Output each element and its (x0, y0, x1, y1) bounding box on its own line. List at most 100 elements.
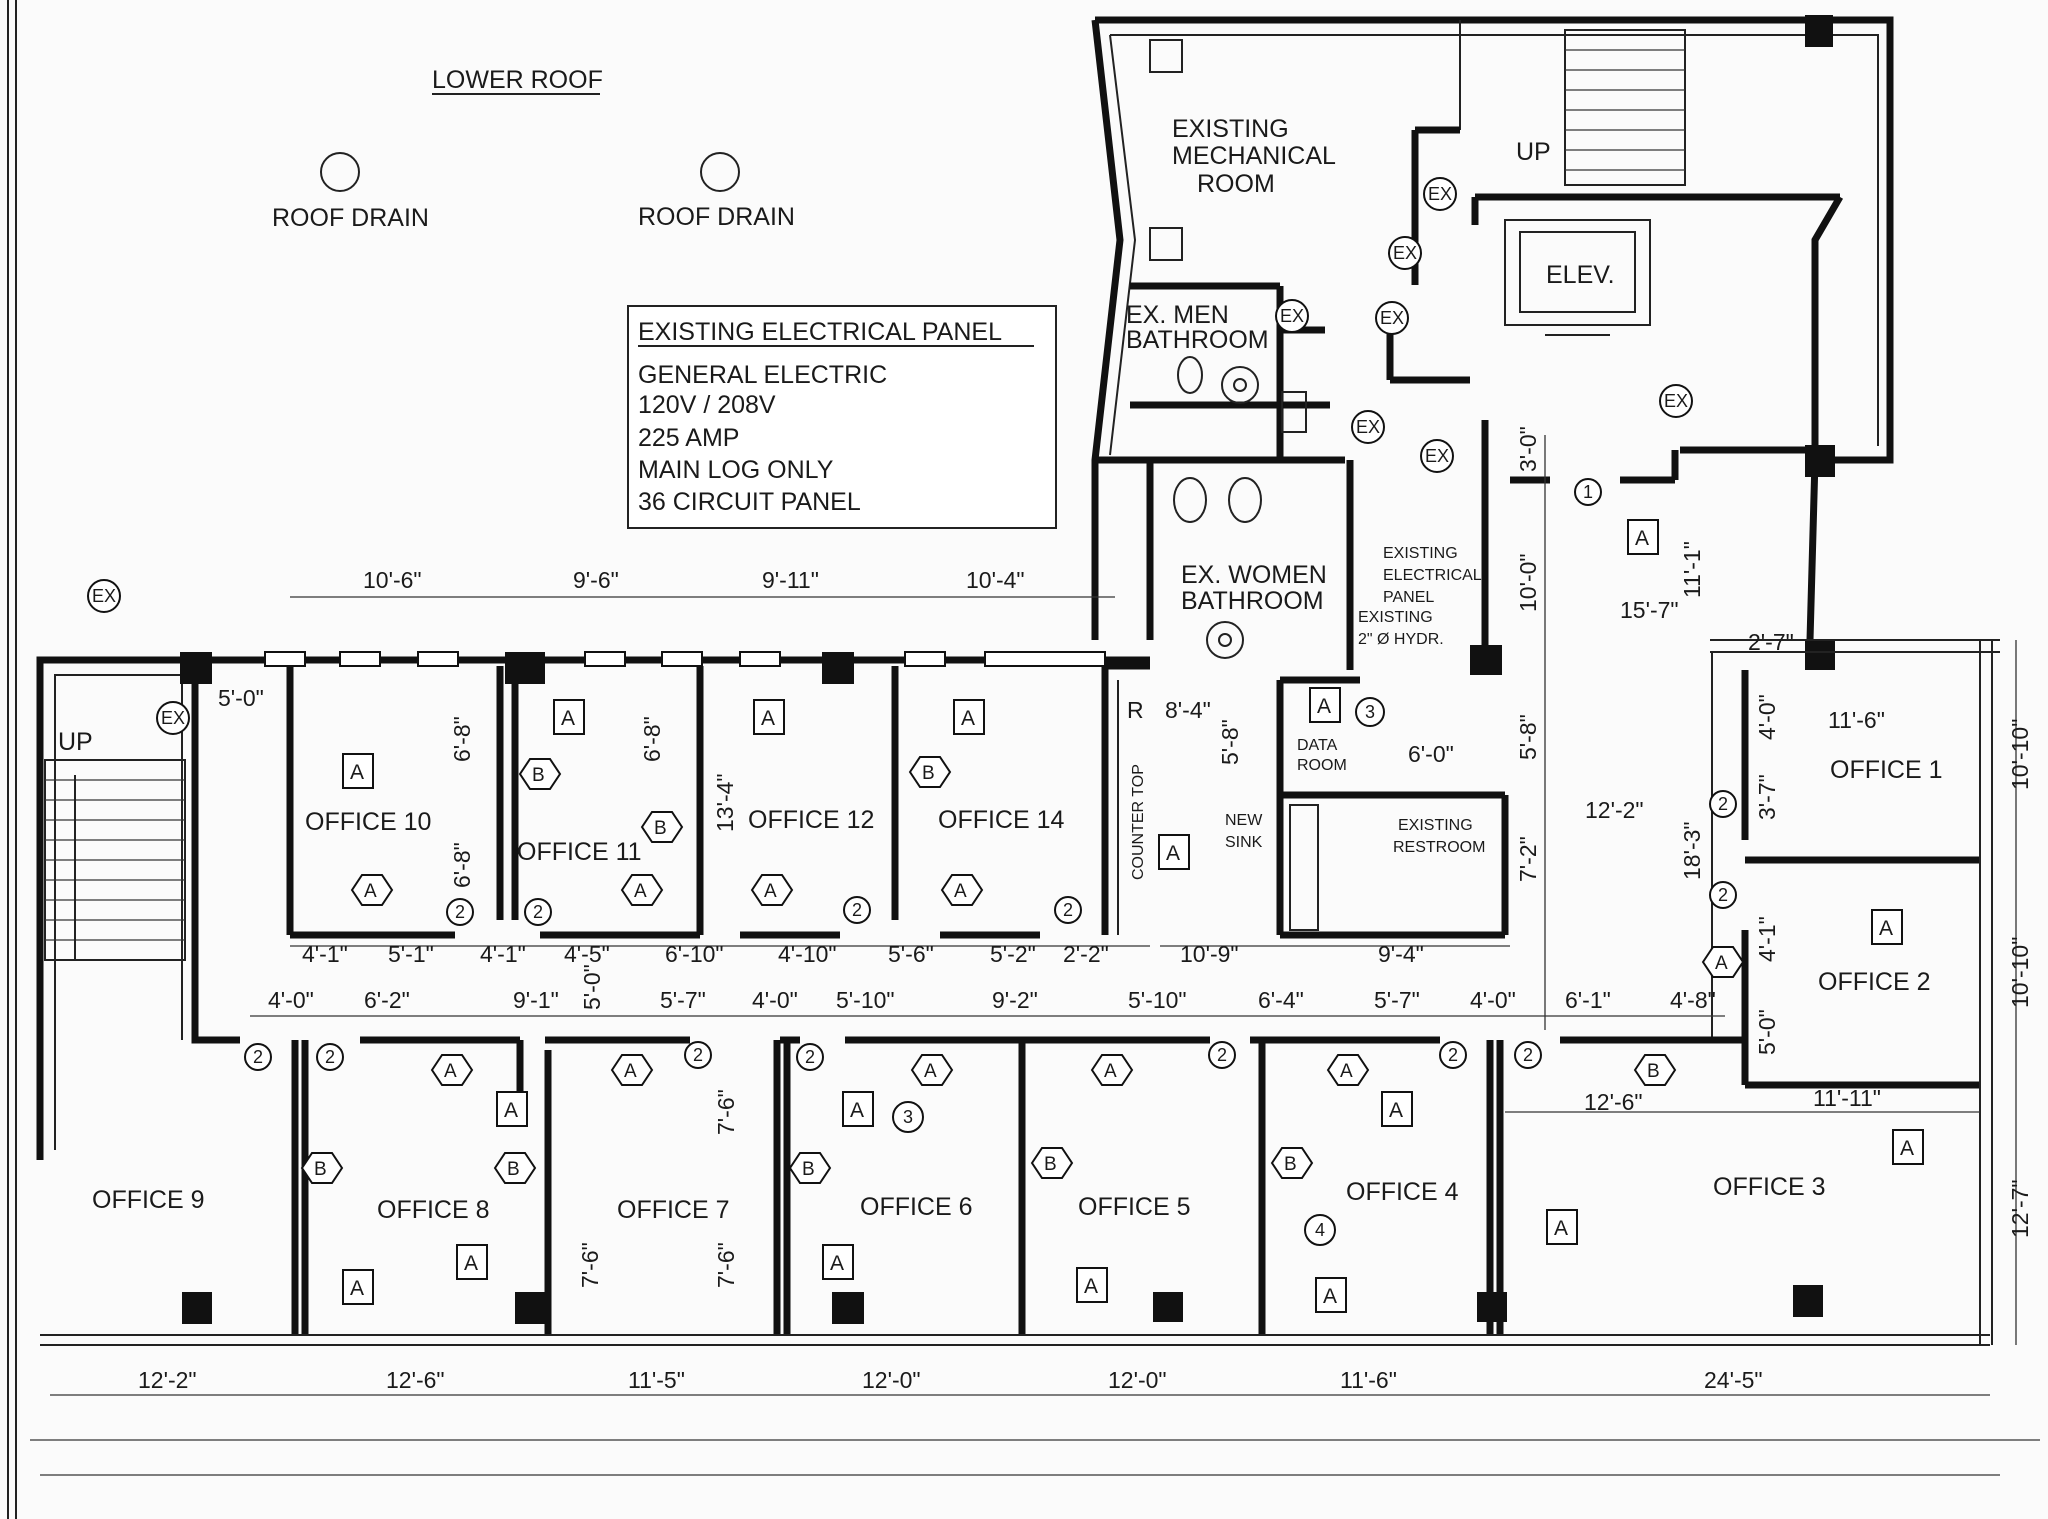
office-2-label: OFFICE 2 (1818, 968, 1931, 996)
svg-text:3: 3 (903, 1107, 913, 1127)
men-bathroom-label-2: BATHROOM (1126, 326, 1269, 354)
dim-7-6c: 7'-6" (713, 1242, 739, 1288)
dim-7-6b: 7'-6" (577, 1242, 603, 1288)
svg-text:A: A (764, 881, 777, 902)
dim-4-0: 4'-0" (1754, 694, 1780, 740)
dim-corr-top-1: 4'-1" (302, 941, 348, 967)
data-room-label-2: ROOM (1297, 757, 1347, 774)
ex-icon: EX (1375, 301, 1409, 335)
door-markers: 1 3 2 2 2 2 2 2 2 2 2 2 2 2 2 3 4 (244, 478, 1737, 1246)
svg-text:A: A (850, 1099, 864, 1122)
dim-2-7: 2'-7" (1748, 629, 1794, 655)
svg-text:3: 3 (1365, 702, 1375, 722)
dim-7-6a: 7'-6" (713, 1089, 739, 1135)
restroom-label: EXISTING (1398, 817, 1473, 834)
dim-11-11: 11'-11" (1813, 1085, 1881, 1111)
svg-text:A: A (761, 707, 775, 730)
hex-b-icon: B (300, 1152, 344, 1184)
north-offices-walls (286, 662, 1509, 939)
tag-a-icon: A (1871, 909, 1903, 945)
svg-text:B: B (922, 763, 935, 784)
hex-a-icon: A (350, 874, 394, 906)
dim-top-1: 10'-6" (363, 567, 422, 593)
page-border (7, 0, 2040, 1519)
dim-bottom-3: 11'-5" (628, 1367, 685, 1393)
svg-text:B: B (802, 1159, 815, 1180)
svg-text:B: B (314, 1159, 327, 1180)
hex-b-icon: B (518, 758, 562, 790)
data-room-label: DATA (1297, 737, 1338, 754)
svg-text:A: A (364, 881, 377, 902)
tag-a-icon: A (456, 1244, 488, 1280)
hex-a-icon: A (610, 1054, 654, 1086)
mechanical-room-label-3: ROOM (1197, 170, 1275, 198)
tag-a-icon: A (1309, 687, 1341, 723)
hex-b-icon: B (1633, 1054, 1677, 1086)
svg-text:2: 2 (1063, 900, 1073, 920)
tag-a-icon: A (1627, 519, 1659, 555)
svg-text:EX: EX (92, 586, 116, 606)
svg-text:A: A (1879, 917, 1893, 940)
svg-text:4: 4 (1315, 1220, 1325, 1240)
svg-text:2: 2 (455, 902, 465, 922)
svg-text:EX: EX (1428, 184, 1452, 204)
svg-text:B: B (654, 818, 667, 839)
dim-3-7: 3'-7" (1754, 774, 1780, 820)
svg-text:EX: EX (1393, 243, 1417, 263)
dim-corr-bot-9: 6'-4" (1258, 987, 1304, 1013)
roof-drain-right-icon (700, 152, 740, 192)
finish-tags: A B B A A B A A A A A A A B B B B B B (300, 756, 1745, 1184)
elec-panel-label-3: PANEL (1383, 589, 1434, 606)
dim-bottom-2: 12'-6" (386, 1367, 445, 1393)
stair-up-label: UP (1516, 138, 1551, 166)
dim-10-0: 10'-0" (1515, 553, 1541, 612)
left-stair-up-label: UP (58, 728, 93, 756)
dim-7-2: 7'-2" (1515, 836, 1541, 882)
door-2-icon: 2 (1514, 1041, 1542, 1069)
restroom-label-2: RESTROOM (1393, 839, 1485, 856)
office-7-label: OFFICE 7 (617, 1196, 730, 1224)
dim-6-8a: 6'-8" (449, 716, 475, 762)
counter-top-label: COUNTER TOP (1130, 764, 1147, 880)
building-core (1091, 15, 1894, 675)
office-1-label: OFFICE 1 (1830, 756, 1943, 784)
hex-a-icon: A (750, 874, 794, 906)
door-2-icon: 2 (1709, 790, 1737, 818)
svg-text:2: 2 (253, 1047, 263, 1067)
door-2-icon: 2 (244, 1043, 272, 1071)
section-3-icon: 3 (892, 1101, 924, 1133)
svg-text:A: A (1340, 1061, 1353, 1082)
office-12-label: OFFICE 12 (748, 806, 874, 834)
door-2-icon: 2 (1439, 1041, 1467, 1069)
svg-text:2: 2 (1217, 1045, 1227, 1065)
svg-text:A: A (464, 1252, 478, 1275)
mechanical-room-label-2: MECHANICAL (1172, 142, 1336, 170)
tag-a-icon: A (553, 699, 585, 735)
dim-corr-top-5: 6'-10" (665, 941, 724, 967)
dimension-lines (50, 435, 2017, 1396)
dim-bottom-7: 24'-5" (1704, 1367, 1763, 1393)
svg-text:A: A (1323, 1285, 1337, 1308)
office-8-label: OFFICE 8 (377, 1196, 490, 1224)
ex-icon: EX (1351, 410, 1385, 444)
lower-roof-label: LOWER ROOF (432, 66, 603, 94)
tag-a-icon: A (342, 753, 374, 789)
dim-11-1: 11'-1" (1679, 541, 1705, 598)
ex-icon: EX (1275, 299, 1309, 333)
svg-text:A: A (961, 707, 975, 730)
dim-corr-bot-4: 5'-7" (660, 987, 706, 1013)
svg-text:EX: EX (1280, 306, 1304, 326)
office-9-label: OFFICE 9 (92, 1186, 205, 1214)
dim-corr-top-7: 5'-6" (888, 941, 934, 967)
dim-corr-top-3: 4'-1" (480, 941, 526, 967)
section-4-icon: 4 (1304, 1214, 1336, 1246)
door-2-icon: 2 (843, 896, 871, 924)
door-2-icon: 2 (1208, 1041, 1236, 1069)
hex-b-icon: B (493, 1152, 537, 1184)
svg-text:EX: EX (1380, 308, 1404, 328)
dim-6-8c: 6'-8" (639, 716, 665, 762)
roof-drain-left-icon (320, 152, 360, 192)
svg-text:B: B (507, 1159, 520, 1180)
svg-text:A: A (830, 1252, 844, 1275)
